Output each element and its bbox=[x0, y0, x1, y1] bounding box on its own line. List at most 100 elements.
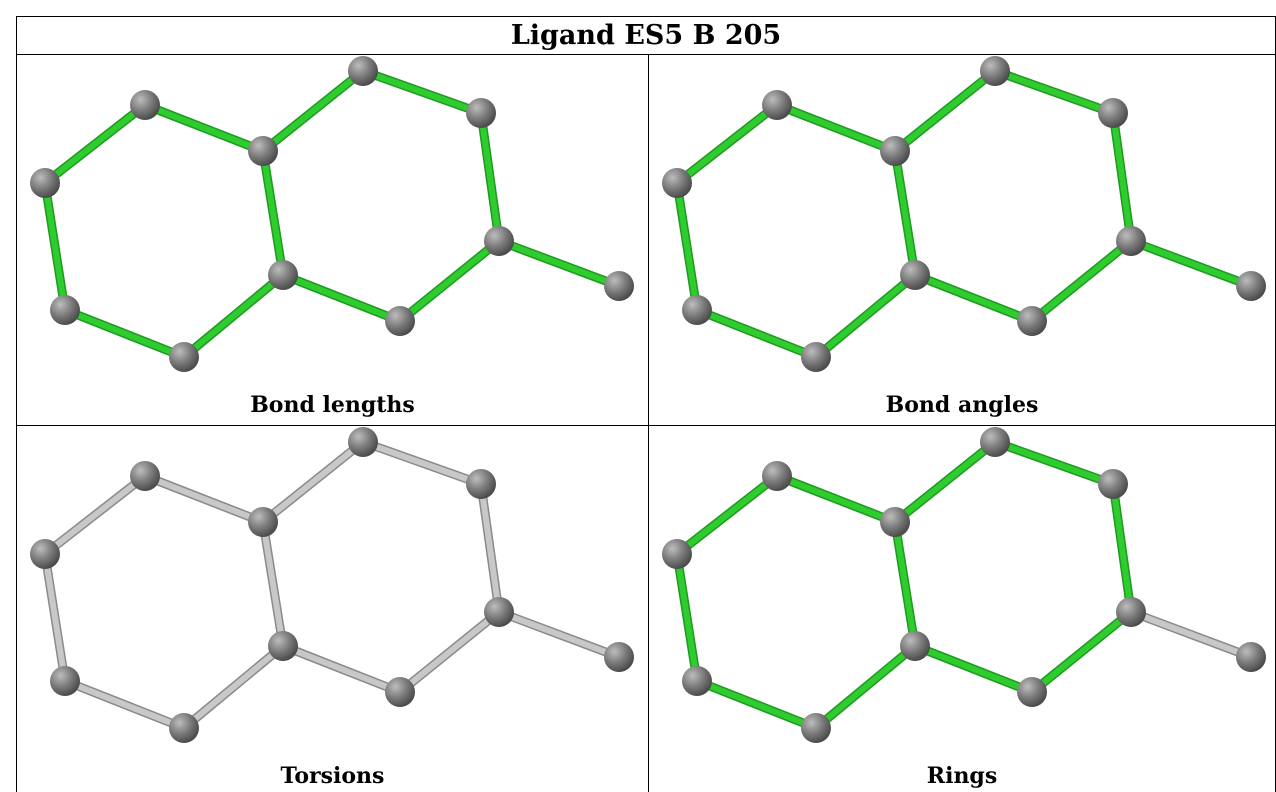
bond bbox=[674, 102, 780, 186]
bond bbox=[42, 551, 68, 684]
atom bbox=[662, 168, 692, 198]
bond bbox=[260, 68, 366, 154]
atom bbox=[268, 260, 298, 290]
atom bbox=[604, 642, 634, 672]
bond bbox=[496, 609, 622, 660]
atom bbox=[762, 90, 792, 120]
atom bbox=[484, 597, 514, 627]
atom bbox=[268, 631, 298, 661]
atom bbox=[1236, 642, 1266, 672]
atom bbox=[1116, 597, 1146, 627]
bond bbox=[280, 272, 403, 324]
bond bbox=[260, 519, 286, 649]
bond bbox=[360, 439, 484, 487]
bond bbox=[674, 473, 780, 557]
molecule-bond-lengths bbox=[30, 56, 634, 372]
atom bbox=[248, 136, 278, 166]
atom bbox=[1017, 677, 1047, 707]
atom bbox=[169, 342, 199, 372]
bond bbox=[181, 643, 286, 731]
atom bbox=[1236, 271, 1266, 301]
bond bbox=[813, 272, 918, 360]
atom bbox=[466, 98, 496, 128]
bond bbox=[478, 110, 502, 244]
atom bbox=[169, 713, 199, 743]
bond bbox=[1029, 609, 1134, 695]
atom bbox=[880, 136, 910, 166]
bond bbox=[1110, 110, 1134, 244]
bond bbox=[181, 272, 286, 360]
panel-bond-lengths: Bond lengths bbox=[17, 55, 648, 425]
atom bbox=[801, 342, 831, 372]
atom bbox=[1098, 469, 1128, 499]
bond bbox=[280, 643, 403, 695]
caption-bond-lengths: Bond lengths bbox=[250, 392, 415, 418]
atom bbox=[1017, 306, 1047, 336]
caption-rings: Rings bbox=[926, 763, 998, 789]
bond bbox=[42, 102, 148, 186]
bond bbox=[1128, 609, 1254, 660]
molecule-bond-angles bbox=[662, 56, 1266, 372]
bond bbox=[674, 180, 700, 313]
molecule-rings bbox=[662, 427, 1266, 743]
bond bbox=[496, 238, 622, 289]
panel-bond-angles: Bond angles bbox=[649, 55, 1275, 425]
atom bbox=[130, 90, 160, 120]
bond bbox=[694, 678, 819, 731]
column-divider bbox=[648, 54, 649, 792]
atom bbox=[385, 677, 415, 707]
panel-rings: Rings bbox=[649, 426, 1275, 792]
atom bbox=[348, 56, 378, 86]
bond bbox=[774, 102, 898, 154]
bond bbox=[42, 180, 68, 313]
atom bbox=[1116, 226, 1146, 256]
atom bbox=[50, 666, 80, 696]
bond bbox=[992, 439, 1116, 487]
atom bbox=[385, 306, 415, 336]
outer-border-left bbox=[16, 16, 17, 792]
outer-border-top bbox=[16, 16, 1276, 17]
atom bbox=[248, 507, 278, 537]
atom bbox=[900, 260, 930, 290]
atom bbox=[980, 427, 1010, 457]
page-title: Ligand ES5 B 205 bbox=[510, 19, 782, 51]
bond bbox=[1029, 238, 1134, 324]
atom bbox=[1098, 98, 1128, 128]
atom bbox=[50, 295, 80, 325]
atom bbox=[484, 226, 514, 256]
bond bbox=[674, 551, 700, 684]
atom bbox=[662, 539, 692, 569]
bond bbox=[42, 473, 148, 557]
atom bbox=[30, 539, 60, 569]
bond bbox=[892, 68, 998, 154]
panel-torsions: Torsions bbox=[17, 426, 648, 792]
atom bbox=[682, 666, 712, 696]
atom bbox=[348, 427, 378, 457]
title-divider bbox=[16, 54, 1276, 55]
row-divider bbox=[16, 425, 1276, 426]
bond bbox=[397, 238, 502, 324]
atom bbox=[880, 507, 910, 537]
atom bbox=[762, 461, 792, 491]
bond bbox=[142, 473, 266, 525]
bond bbox=[62, 678, 187, 731]
bond bbox=[478, 481, 502, 615]
bond bbox=[813, 643, 918, 731]
atom bbox=[130, 461, 160, 491]
caption-bond-angles: Bond angles bbox=[885, 392, 1039, 418]
atom bbox=[466, 469, 496, 499]
atom bbox=[682, 295, 712, 325]
atom bbox=[801, 713, 831, 743]
bond bbox=[774, 473, 898, 525]
bond bbox=[62, 307, 187, 360]
caption-torsions: Torsions bbox=[280, 763, 385, 789]
bond bbox=[142, 102, 266, 154]
bond bbox=[892, 148, 918, 278]
bond bbox=[260, 439, 366, 525]
bond bbox=[892, 439, 998, 525]
atom bbox=[980, 56, 1010, 86]
bond bbox=[992, 68, 1116, 116]
bond bbox=[397, 609, 502, 695]
bond bbox=[1128, 238, 1254, 289]
bond bbox=[360, 68, 484, 116]
